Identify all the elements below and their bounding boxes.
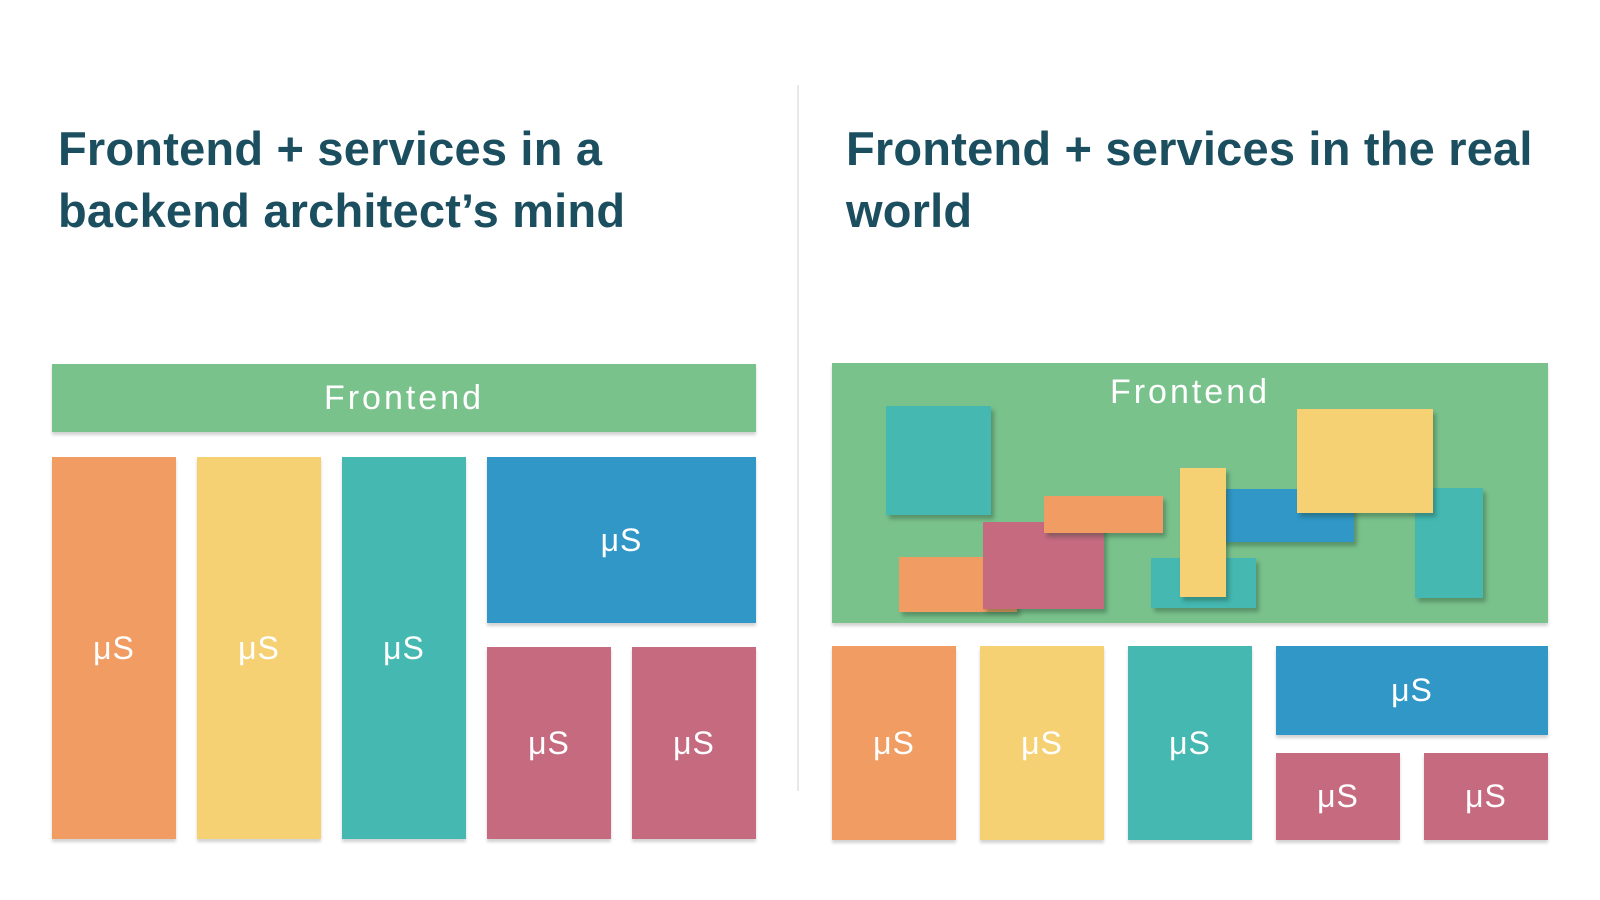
- right-frontend-label: Frontend: [1109, 373, 1271, 411]
- right-microservice-pink-1: μS: [1276, 753, 1400, 840]
- scattered-block-teal-square: [886, 406, 991, 515]
- microservice-label: μS: [1465, 778, 1507, 814]
- microservice-label: μS: [673, 724, 715, 761]
- left-title-line-1: Frontend + services in a: [58, 122, 603, 175]
- vertical-divider: [797, 85, 799, 791]
- scattered-block-orange-mid: [1044, 496, 1163, 533]
- right-title-line-2: world: [846, 184, 973, 237]
- scattered-block-pink: [983, 522, 1104, 609]
- microservice-label: μS: [1317, 778, 1359, 814]
- left-microservice-orange: μS: [52, 457, 176, 839]
- right-microservice-pink-2: μS: [1424, 753, 1548, 840]
- left-microservice-pink-1: μS: [487, 647, 611, 839]
- microservice-label: μS: [1169, 724, 1211, 761]
- left-microservice-blue: μS: [487, 457, 756, 623]
- microservice-label: μS: [528, 724, 570, 761]
- microservice-label: μS: [1391, 672, 1433, 708]
- scattered-block-yellow-tall: [1180, 468, 1226, 597]
- right-microservice-teal: μS: [1128, 646, 1252, 840]
- microservice-label: μS: [238, 629, 280, 666]
- left-frontend-label: Frontend: [323, 378, 485, 417]
- left-title-line-2: backend architect’s mind: [58, 184, 626, 237]
- left-title: Frontend + services in a backend archite…: [58, 118, 718, 242]
- right-frontend-panel: Frontend: [832, 363, 1548, 623]
- left-microservice-pink-2: μS: [632, 647, 756, 839]
- microservice-label: μS: [873, 724, 915, 761]
- microservice-label: μS: [383, 629, 425, 666]
- microservice-label: μS: [600, 521, 643, 558]
- right-microservice-yellow: μS: [980, 646, 1104, 840]
- right-title: Frontend + services in the real world: [846, 118, 1556, 242]
- left-microservice-teal: μS: [342, 457, 466, 839]
- scattered-block-yellow-big: [1297, 409, 1433, 513]
- left-microservice-yellow: μS: [197, 457, 321, 839]
- right-microservice-blue: μS: [1276, 646, 1548, 735]
- microservice-label: μS: [93, 629, 135, 666]
- right-title-line-1: Frontend + services in the real: [846, 122, 1533, 175]
- right-microservice-orange: μS: [832, 646, 956, 840]
- left-frontend-bar: Frontend: [52, 364, 756, 432]
- microservice-label: μS: [1021, 724, 1063, 761]
